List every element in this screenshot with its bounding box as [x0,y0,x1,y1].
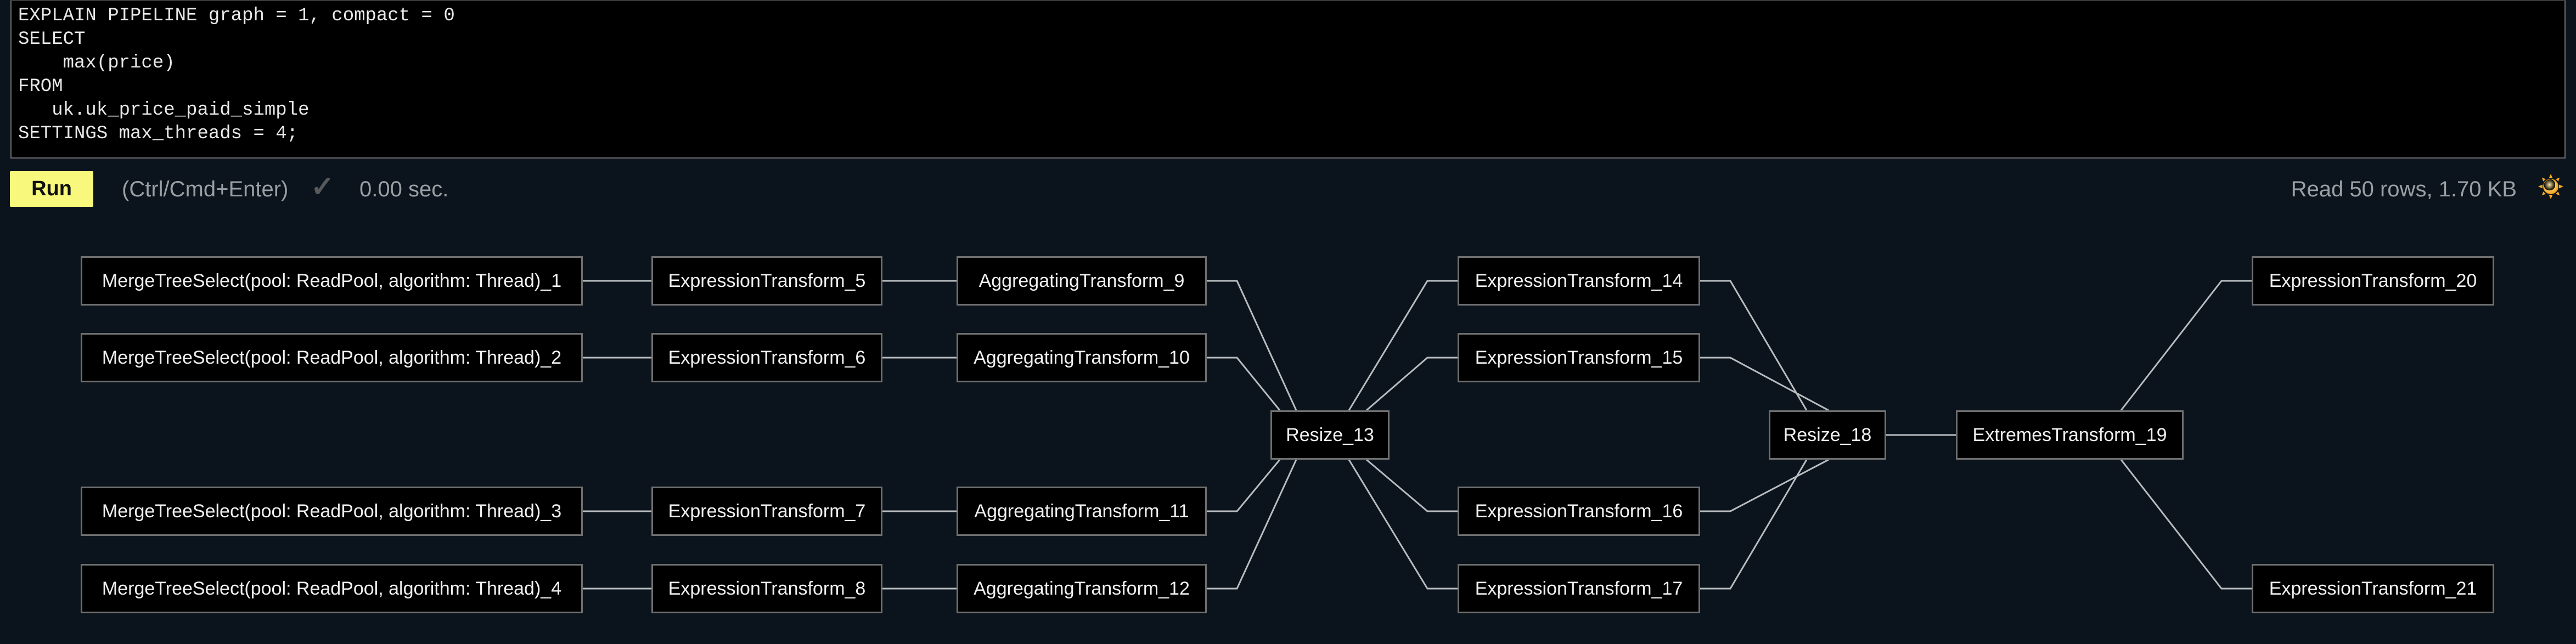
pipeline-node-a10: AggregatingTransform_10 [957,333,1207,382]
pipeline-edge [2120,459,2252,590]
pipeline-node-e20: ExpressionTransform_20 [2252,256,2494,306]
sun-icon [2538,174,2563,199]
pipeline-edge [1207,280,1297,411]
pipeline-node-a12: AggregatingTransform_12 [957,564,1207,613]
pipeline-node-n1: MergeTreeSelect(pool: ReadPool, algorith… [81,256,583,306]
query-elapsed-time: 0.00 sec. [359,177,449,201]
pipeline-node-n4: MergeTreeSelect(pool: ReadPool, algorith… [81,564,583,613]
pipeline-edge [1700,357,1829,411]
pipeline-edge [1207,459,1281,512]
run-shortcut-hint: (Ctrl/Cmd+Enter) [122,177,289,201]
pipeline-node-n3: MergeTreeSelect(pool: ReadPool, algorith… [81,487,583,536]
pipeline-node-e7: ExpressionTransform_7 [651,487,882,536]
pipeline-edge [1366,459,1458,512]
pipeline-edge [1700,459,1829,512]
pipeline-node-e6: ExpressionTransform_6 [651,333,882,382]
pipeline-edge [1207,459,1297,590]
pipeline-edge [2120,280,2252,411]
pipeline-edge [1348,459,1458,590]
pipeline-node-e15: ExpressionTransform_15 [1458,333,1700,382]
pipeline-node-e5: ExpressionTransform_5 [651,256,882,306]
run-button[interactable]: Run [10,171,93,207]
pipeline-node-a11: AggregatingTransform_11 [957,487,1207,536]
pipeline-edge [1207,357,1281,411]
pipeline-node-n2: MergeTreeSelect(pool: ReadPool, algorith… [81,333,583,382]
pipeline-node-e14: ExpressionTransform_14 [1458,256,1700,306]
pipeline-edge [1348,280,1458,411]
toolbar: Run (Ctrl/Cmd+Enter) ✓ 0.00 sec. Read 50… [0,160,2576,220]
pipeline-node-r18: Resize_18 [1769,410,1886,460]
pipeline-node-a9: AggregatingTransform_9 [957,256,1207,306]
pipeline-node-e8: ExpressionTransform_8 [651,564,882,613]
pipeline-edge [1366,357,1458,411]
sql-editor[interactable]: EXPLAIN PIPELINE graph = 1, compact = 0 … [10,0,2566,159]
pipeline-node-e17: ExpressionTransform_17 [1458,564,1700,613]
pipeline-edge [1700,459,1808,590]
pipeline-node-e21: ExpressionTransform_21 [2252,564,2494,613]
pipeline-node-e16: ExpressionTransform_16 [1458,487,1700,536]
pipeline-edge [1700,280,1808,411]
pipeline-node-r13: Resize_13 [1270,410,1390,460]
explain-pipeline-graph: MergeTreeSelect(pool: ReadPool, algorith… [0,220,2576,644]
theme-toggle-button[interactable] [2538,173,2564,200]
pipeline-node-x19: ExtremesTransform_19 [1956,410,2184,460]
query-read-stats: Read 50 rows, 1.70 KB [2291,177,2517,201]
query-success-check-icon: ✓ [311,171,335,203]
